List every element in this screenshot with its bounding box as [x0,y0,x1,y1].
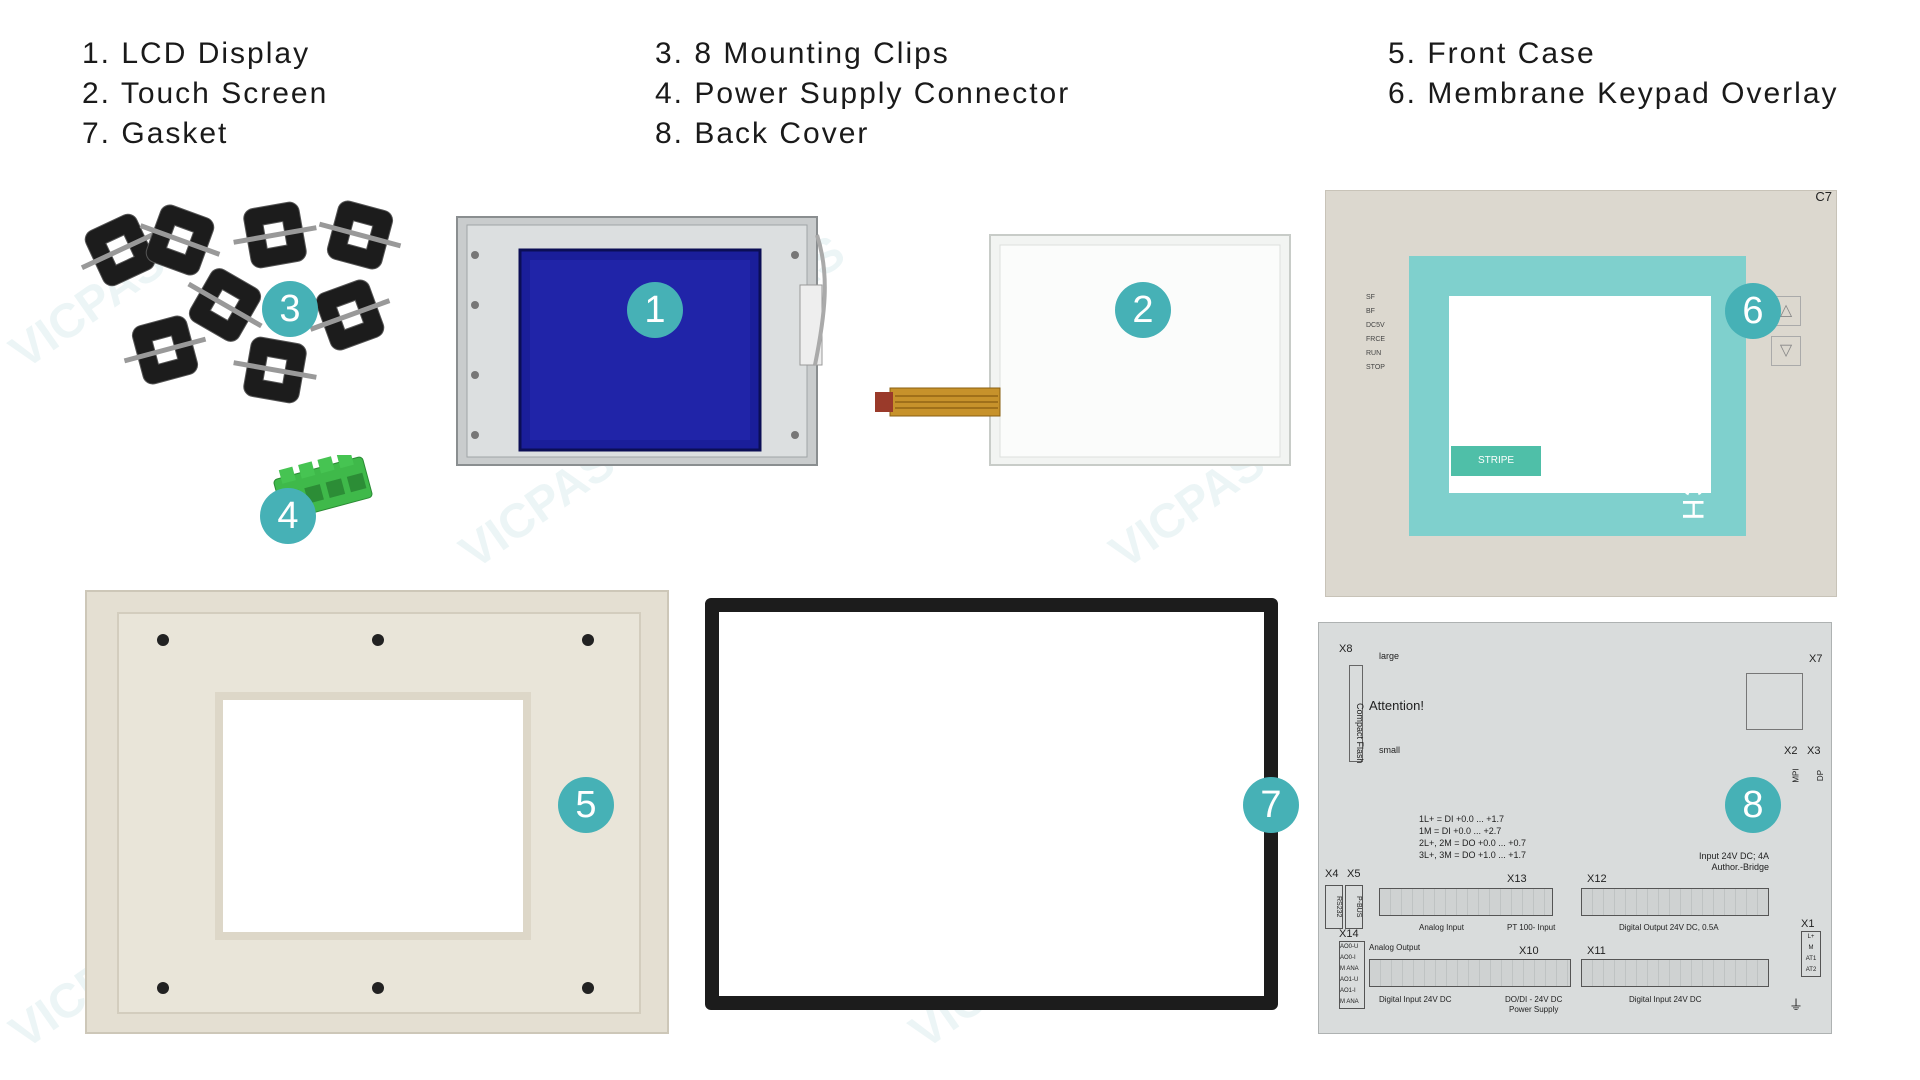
keypad-led-label: SF [1366,294,1375,301]
back-label-mpi: MPI [1791,768,1801,783]
back-label-author-bridge: Author.-Bridge [1711,862,1770,872]
back-terminal-x12 [1581,888,1769,916]
x1-pin: M [1808,945,1814,951]
back-dodi-block: DO/DI - 24V DC Power Supply [1505,995,1562,1015]
back-label-x4: X4 [1325,868,1339,880]
back-label-x13: X13 [1507,873,1527,885]
back-label-analog-output: Analog Output [1369,943,1421,952]
back-label-compact-flash: Compact Flash [1355,703,1365,764]
gasket-image [705,598,1278,1010]
x14-pin: M ANA [1340,966,1359,972]
back-input-block: Input 24V DC; 4A Author.-Bridge [1699,851,1769,873]
legend-column-3: 5. Front Case 6. Membrane Keypad Overlay [1388,34,1839,114]
back-label-large: large [1379,651,1400,661]
keypad-frame: STRIPE TOUCH [1409,256,1746,536]
back-io-line: 2L+, 2M = DO +0.0 ... +0.7 [1419,838,1527,848]
x14-pin: AO0-I [1340,955,1356,961]
back-label-digital-input-2: Digital Input 24V DC [1629,995,1702,1004]
badge-6: 6 [1725,283,1781,339]
x1-pin: AT1 [1805,956,1817,962]
back-terminal-x14: AO0-U AO0-I M ANA AO1-U AO1-I M ANA [1339,941,1365,1009]
keypad-led-label: FRCE [1366,336,1386,343]
mounting-clips-image [80,200,402,404]
back-terminal-x11 [1581,959,1769,987]
front-case-opening [215,692,531,940]
back-label-x11: X11 [1587,945,1606,957]
touch-screen-image [875,234,1291,466]
legend-item: 3. 8 Mounting Clips [655,37,950,70]
back-label-x8: X8 [1339,643,1353,655]
badge-1: 1 [627,282,683,338]
badge-8: 8 [1725,777,1781,833]
ground-icon: ⏚ [1789,997,1803,1013]
x14-pin: AO1-I [1340,988,1356,994]
back-label-pt100: PT 100- Input [1507,923,1556,932]
keypad-ribbon-strip: STRIPE [1451,446,1541,476]
legend-item: 1. LCD Display [82,37,311,70]
back-io-table: 1L+ = DI +0.0 ... +1.7 1M = DI +0.0 ... … [1419,813,1526,861]
back-label-x5: X5 [1347,868,1361,880]
x1-pin: L+ [1807,934,1815,940]
x1-pin: AT2 [1805,967,1817,973]
back-label-x12: X12 [1587,873,1607,885]
back-io-line: 1M = DI +0.0 ... +2.7 [1419,826,1502,836]
back-label-digital-output: Digital Output 24V DC, 0.5A [1619,923,1719,932]
back-label-input: Input 24V DC; 4A [1699,851,1770,861]
back-terminal-x13 [1379,888,1553,916]
legend-item: 7. Gasket [82,117,229,150]
badge-3: 3 [262,281,318,337]
back-label-x7: X7 [1809,653,1823,665]
x14-pin: M ANA [1340,999,1359,1005]
legend-item: 6. Membrane Keypad Overlay [1388,77,1839,110]
keypad-led-label: DC5V [1366,322,1385,329]
legend-item: 5. Front Case [1388,37,1596,70]
membrane-keypad-overlay-image: C7 STRIPE TOUCH SF BF DC5V FRCE RUN STOP… [1325,189,1837,597]
back-label-dodi: DO/DI - 24V DC [1505,995,1563,1004]
back-label-digital-input-1: Digital Input 24V DC [1379,995,1452,1004]
keypad-led-label: RUN [1366,350,1382,357]
back-terminal-x1: L+ M AT1 AT2 [1801,931,1821,977]
back-label-dp: DP [1816,769,1826,782]
back-label-small: small [1379,745,1401,755]
x14-pin: AO1-U [1340,977,1359,983]
legend-column-1: 1. LCD Display 2. Touch Screen 7. Gasket [82,34,328,154]
back-label-analog-input: Analog Input [1419,923,1464,932]
keypad-led-label: BF [1366,308,1375,315]
badge-7: 7 [1243,777,1299,833]
back-label-x2: X2 [1784,745,1798,757]
legend-column-2: 3. 8 Mounting Clips 4. Power Supply Conn… [655,34,1070,154]
badge-5: 5 [558,777,614,833]
x14-pin: AO0-U [1340,944,1359,950]
back-label-power-supply: Power Supply [1508,1005,1559,1014]
keypad-led-list: SF BF DC5V FRCE RUN STOP [1366,291,1385,375]
back-io-line: 1L+ = DI +0.0 ... +1.7 [1419,814,1505,824]
legend-item: 8. Back Cover [655,117,870,150]
back-label-x1: X1 [1801,918,1815,930]
front-case-image [85,590,669,1034]
legend-item: 4. Power Supply Connector [655,77,1071,110]
legend-item: 2. Touch Screen [82,77,329,110]
back-label-rs232: RS232 [1325,885,1343,929]
back-label-attention: Attention! [1369,698,1424,713]
back-label-x14: X14 [1339,928,1359,940]
keypad-model-label: C7 [1815,189,1832,204]
lcd-display-image [456,216,827,466]
keypad-brand-label: TOUCH [1676,406,1709,523]
back-label-x10: X10 [1519,945,1539,957]
back-io-line: 3L+, 3M = DO +1.0 ... +1.7 [1419,850,1527,860]
keypad-led-label: STOP [1366,364,1385,371]
back-label-x3: X3 [1807,745,1821,757]
back-label-pbus: P-BUS [1345,885,1363,929]
keypad-down-key-icon: ▽ [1771,336,1801,366]
back-terminal-x10 [1369,959,1571,987]
badge-2: 2 [1115,282,1171,338]
badge-4: 4 [260,488,316,544]
